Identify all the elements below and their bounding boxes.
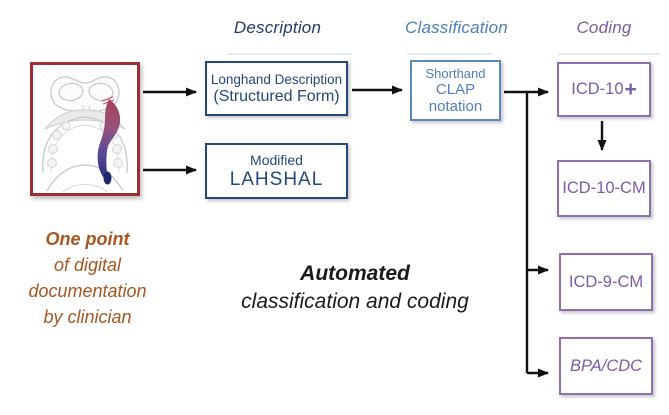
- description-header-underline: [227, 53, 352, 55]
- classification-header-underline: [407, 53, 492, 55]
- icd-10-cm-label: ICD-10-CM: [562, 179, 646, 197]
- automated-caption: Automated classification and coding: [215, 260, 495, 316]
- bpa-cdc-box: BPA/CDC: [559, 337, 653, 395]
- icd-9-cm-box: ICD-9-CM: [559, 253, 653, 311]
- icd-9-cm-label: ICD-9-CM: [568, 272, 644, 291]
- clinician-caption-line2: of digital: [53, 255, 122, 275]
- longhand-description-box: Longhand Description (Structured Form): [205, 61, 348, 116]
- automated-caption-line2: classification and coding: [241, 290, 469, 313]
- clap-line2: CLAP: [435, 81, 476, 98]
- automated-caption-line1: Automated: [300, 262, 410, 285]
- clinician-caption-line4: by clinician: [43, 307, 132, 327]
- column-header-coding: Coding: [576, 18, 632, 37]
- longhand-line2: (Structured Form): [213, 87, 340, 105]
- clinician-caption-line3: documentation: [28, 281, 147, 301]
- lahshal-line2: LAHSHAL: [229, 168, 324, 190]
- icd-10-cm-box: ICD-10-CM: [557, 160, 651, 217]
- clap-line3: notation: [428, 98, 483, 115]
- longhand-line1: Longhand Description: [210, 71, 343, 87]
- lahshal-line1: Modified: [250, 151, 303, 168]
- column-header-classification: Classification: [405, 18, 508, 37]
- coding-header-underline: [558, 53, 660, 55]
- clinician-caption-line1: One point: [45, 229, 130, 249]
- icd-10-plus-label: ICD-10: [571, 80, 624, 98]
- clinician-caption: One point of digital documentation by cl…: [10, 226, 165, 330]
- cleft-palate-figure-frame: [30, 62, 140, 196]
- cleft-palate-drawing: [42, 76, 128, 193]
- bpa-cdc-label: BPA/CDC: [569, 356, 643, 375]
- modified-lahshal-box: Modified LAHSHAL: [205, 143, 348, 199]
- clap-line1: Shorthand: [425, 66, 486, 81]
- column-header-description: Description: [233, 18, 322, 37]
- icd-10-plus-box: ICD-10+: [557, 62, 651, 117]
- shorthand-clap-box: Shorthand CLAP notation: [410, 60, 501, 121]
- plus-sign: +: [624, 77, 637, 101]
